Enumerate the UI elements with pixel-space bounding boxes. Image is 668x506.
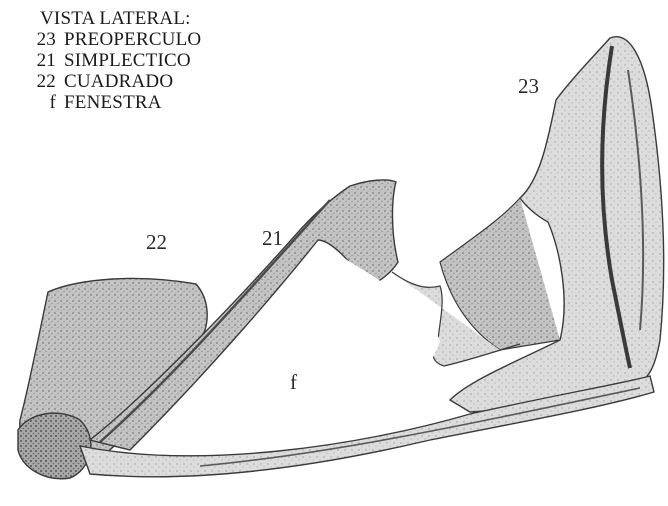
- label-simplectico: 21: [262, 226, 283, 251]
- legend-title: VISTA LATERAL:: [22, 8, 201, 29]
- legend-key: 22: [22, 71, 64, 92]
- legend-item: f FENESTRA: [22, 92, 201, 113]
- legend-item: 22 CUADRADO: [22, 71, 201, 92]
- legend-key: 23: [22, 29, 64, 50]
- legend: VISTA LATERAL: 23 PREOPERCULO 21 SIMPLEC…: [22, 8, 201, 113]
- label-cuadrado: 22: [146, 230, 167, 255]
- legend-key: 21: [22, 50, 64, 71]
- legend-key: f: [22, 92, 64, 113]
- legend-text: PREOPERCULO: [64, 29, 201, 50]
- legend-text: SIMPLECTICO: [64, 50, 191, 71]
- legend-item: 21 SIMPLECTICO: [22, 50, 201, 71]
- legend-text: FENESTRA: [64, 92, 162, 113]
- label-preoperculo: 23: [518, 74, 539, 99]
- label-fenestra: f: [290, 370, 297, 395]
- legend-text: CUADRADO: [64, 71, 173, 92]
- legend-item: 23 PREOPERCULO: [22, 29, 201, 50]
